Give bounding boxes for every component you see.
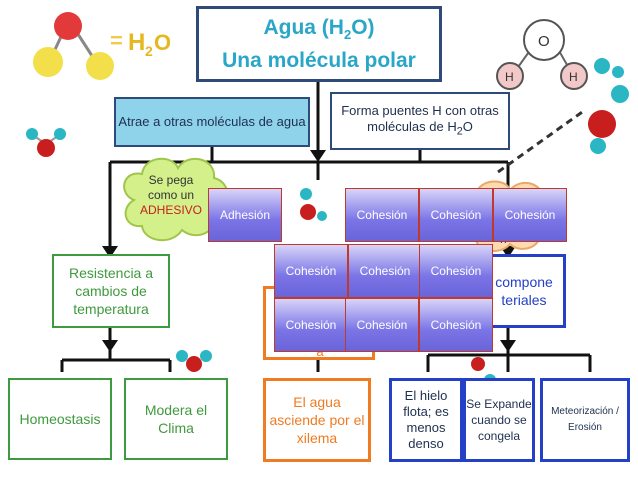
hydrogen-bonds-box: Forma puentes H con otras moléculas de H… xyxy=(330,92,510,150)
xylem-box: El agua asciende por el xilema xyxy=(263,378,371,462)
label-cohesion[interactable]: Cohesión xyxy=(345,298,419,352)
temperature-resistance-box: Resistencia a cambios de temperatura xyxy=(52,254,170,328)
ice-floats-box: El hielo flota; es menos denso xyxy=(389,378,463,462)
weathering-box: Meteorización / Erosión xyxy=(540,378,630,462)
water-molecule-icon xyxy=(176,350,212,372)
label-cohesion[interactable]: Cohesión xyxy=(348,244,422,298)
h2o-label-sub: 2 xyxy=(145,43,153,59)
climate-box: Modera el Clima xyxy=(124,378,228,460)
label-cohesion[interactable]: Cohesión xyxy=(345,188,419,242)
water-molecule-drawing-left: = H 2 O xyxy=(33,12,170,80)
label-cohesion[interactable]: Cohesión xyxy=(274,298,348,352)
title-line-1: Agua (H2O) xyxy=(263,16,375,43)
water-molecule-icon xyxy=(26,128,66,157)
cloud-left-text: Se pega como un ADHESIVO xyxy=(139,172,202,217)
label-cohesion[interactable]: Cohesión xyxy=(493,188,567,242)
label-adhesion[interactable]: Adhesión xyxy=(208,188,282,242)
h2o-label-o: O xyxy=(154,30,170,55)
attracts-molecules-box: Atrae a otras moléculas de agua xyxy=(114,97,310,147)
atom-label-o: O xyxy=(538,33,550,50)
atom-label-h2: H xyxy=(569,70,578,84)
title-line-2: Una molécula polar xyxy=(222,48,416,72)
label-cohesion[interactable]: Cohesión xyxy=(419,298,493,352)
equals-sign: = xyxy=(110,28,123,53)
label-cohesion[interactable]: Cohesión xyxy=(274,244,348,298)
water-molecule-icon xyxy=(588,85,629,154)
water-molecule-icon xyxy=(300,188,327,221)
atom-label-h1: H xyxy=(505,70,514,84)
expands-box: Se Expande cuando se congela xyxy=(463,378,535,462)
diagram-title: Agua (H2O) Una molécula polar xyxy=(196,6,442,82)
label-cohesion[interactable]: Cohesión xyxy=(419,188,493,242)
h2o-label-h: H xyxy=(128,29,145,56)
homeostasis-box: Homeostasis xyxy=(8,378,112,460)
label-cohesion[interactable]: Cohesión xyxy=(419,244,493,298)
water-molecule-sketch-right: O H H xyxy=(496,19,624,90)
solvent-box: compone teriales xyxy=(482,254,566,328)
